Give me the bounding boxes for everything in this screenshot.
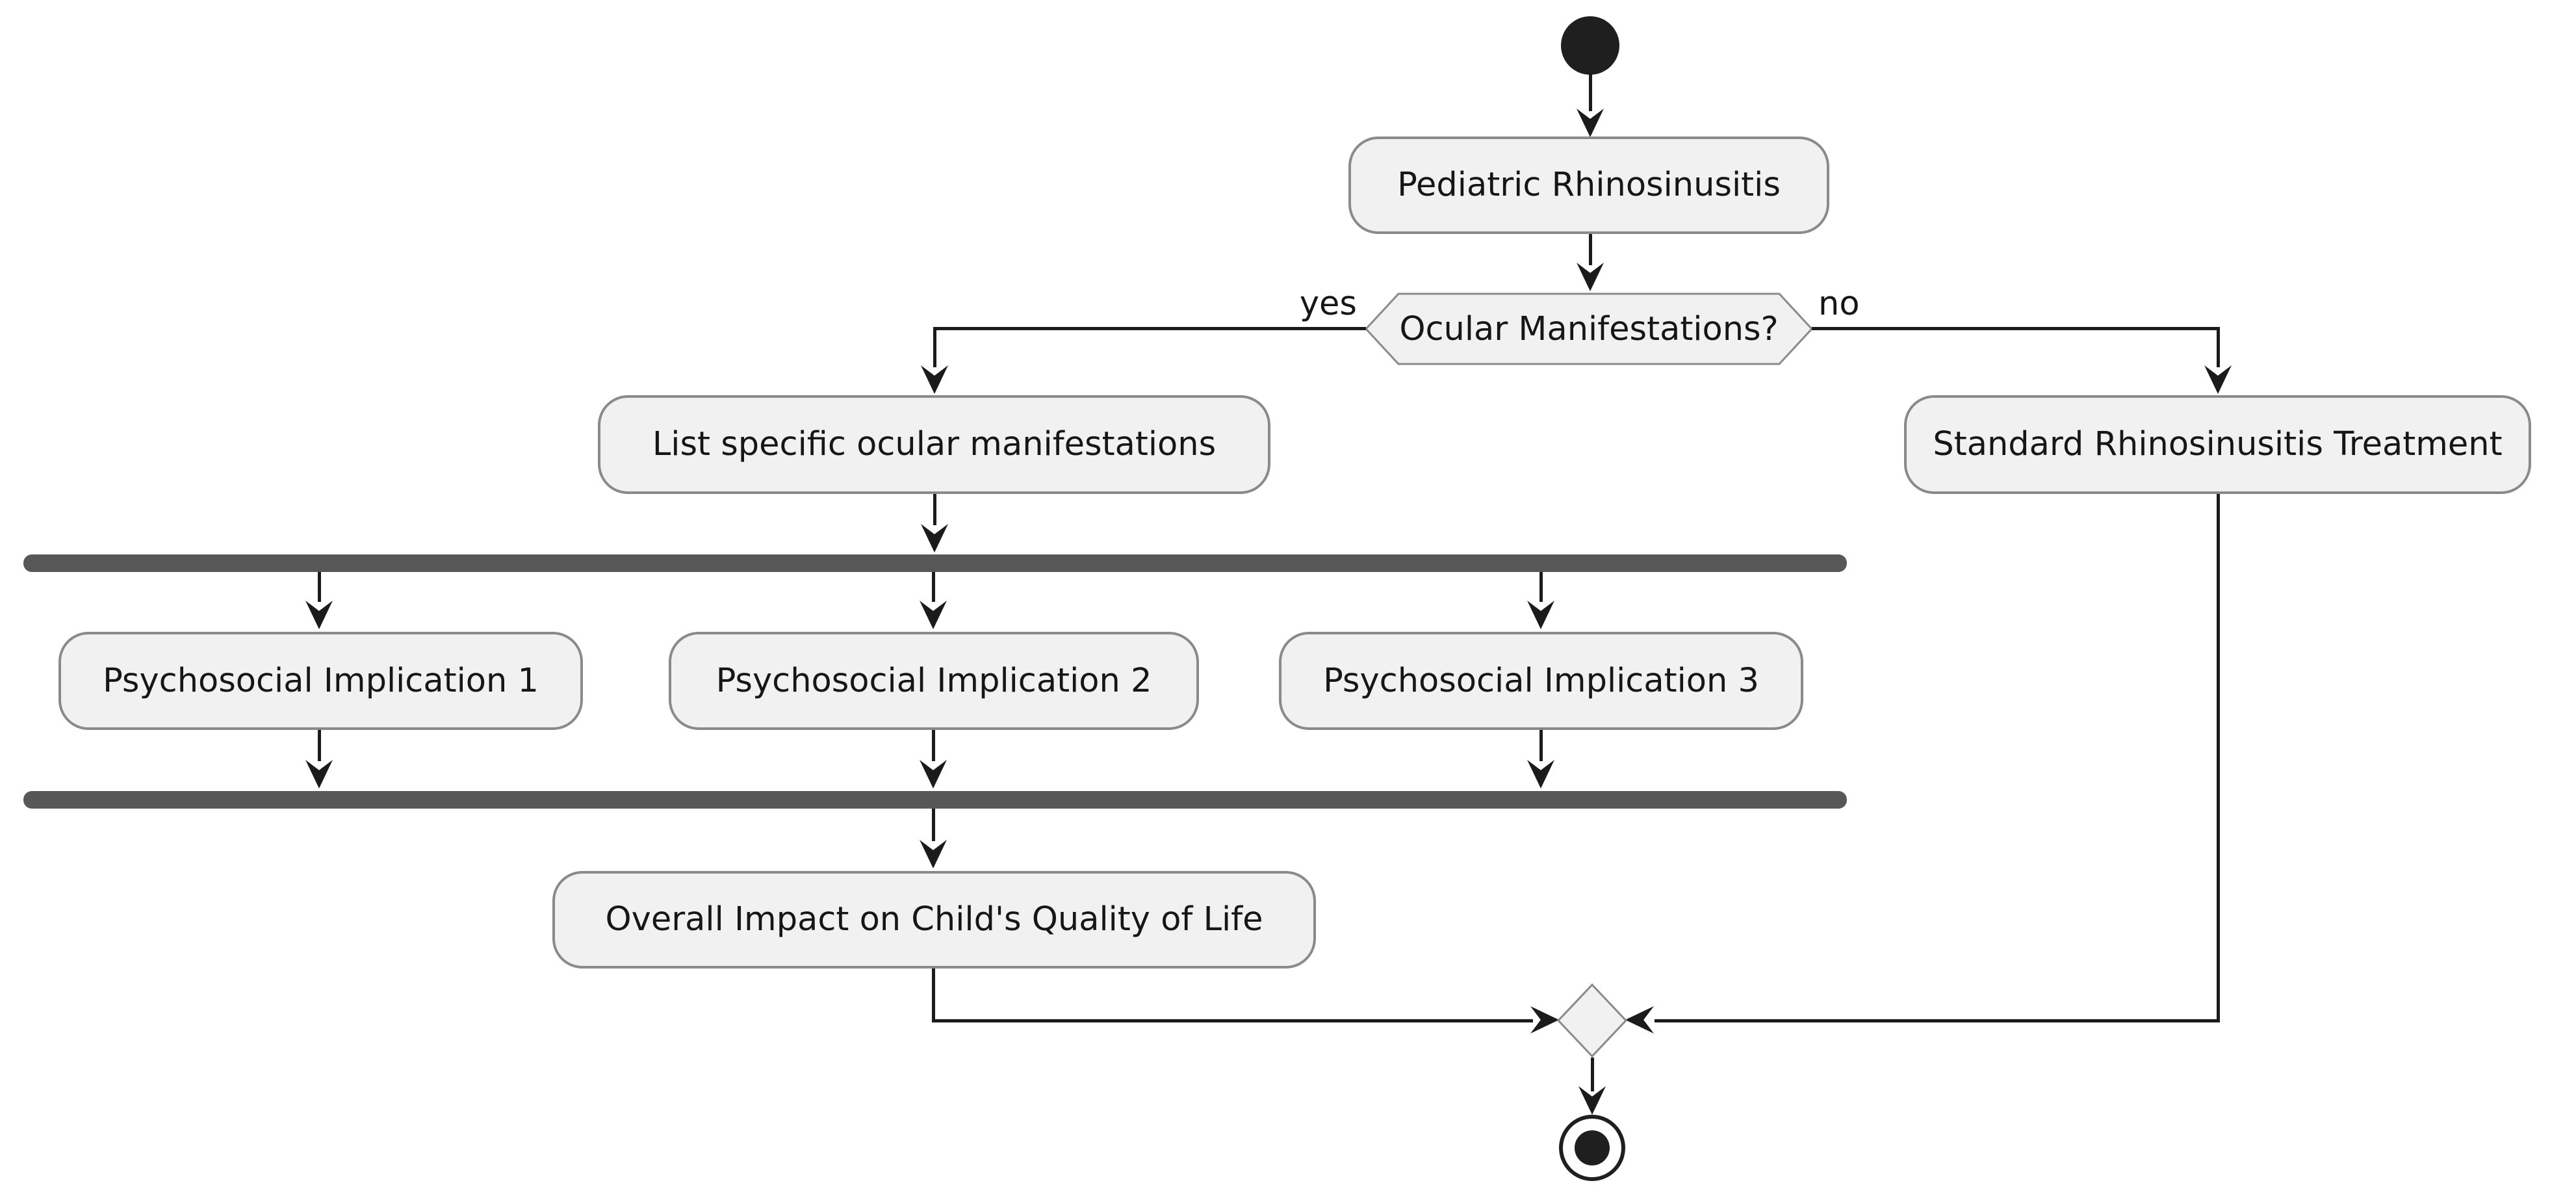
arrowhead-down-icon — [921, 524, 948, 552]
edge-decision-no — [1812, 327, 2219, 330]
arrowhead-down-icon — [920, 601, 947, 629]
edge-fork-to-implication-2 — [932, 572, 935, 602]
activity-list-ocular-manifestations: List specific ocular manifestations — [598, 395, 1270, 494]
edge-merge-to-end — [1591, 1058, 1594, 1091]
arrowhead-down-icon — [1577, 263, 1604, 291]
end-node — [1559, 1115, 1625, 1181]
edge-decision-yes — [934, 327, 1366, 330]
arrowhead-down-icon — [921, 365, 948, 394]
arrowhead-down-icon — [2204, 365, 2232, 394]
activity-label: Psychosocial Implication 2 — [715, 661, 1152, 700]
edge-overall-to-merge-drop — [932, 968, 935, 1022]
start-node — [1561, 16, 1619, 75]
activity-label: Psychosocial Implication 1 — [103, 661, 539, 700]
edge-label-yes: yes — [1299, 285, 1357, 323]
arrowhead-left-icon — [1625, 1006, 1654, 1034]
edge-implication-3-to-join — [1539, 730, 1543, 761]
edge-join-to-overall — [932, 809, 935, 841]
arrowhead-down-icon — [920, 840, 947, 868]
arrowhead-down-icon — [1527, 601, 1554, 629]
activity-psychosocial-implication-1: Psychosocial Implication 1 — [58, 632, 583, 730]
activity-pediatric-rhinosinusitis: Pediatric Rhinosinusitis — [1348, 136, 1829, 234]
activity-label: List specific ocular manifestations — [652, 425, 1217, 464]
edge-start-to-pediatric — [1589, 73, 1592, 111]
edge-list-to-fork — [933, 494, 936, 525]
activity-label: Overall Impact on Child's Quality of Lif… — [605, 900, 1263, 939]
decision-label: Ocular Manifestations? — [1399, 309, 1779, 348]
activity-standard-treatment: Standard Rhinosinusitis Treatment — [1904, 395, 2531, 494]
edge-fork-to-implication-3 — [1539, 572, 1543, 602]
fork-bar — [23, 554, 1847, 572]
edge-decision-no-drop — [2217, 327, 2220, 367]
activity-label: Standard Rhinosinusitis Treatment — [1933, 425, 2503, 464]
activity-psychosocial-implication-2: Psychosocial Implication 2 — [669, 632, 1199, 730]
arrowhead-right-icon — [1530, 1006, 1559, 1034]
edge-implication-1-to-join — [318, 730, 321, 761]
arrowhead-down-icon — [305, 601, 333, 629]
edge-pediatric-to-decision — [1589, 234, 1592, 265]
edge-label-no: no — [1818, 285, 1860, 323]
end-node-core — [1575, 1130, 1610, 1165]
arrowhead-down-icon — [1527, 760, 1554, 788]
edge-overall-to-merge — [932, 1019, 1533, 1022]
decision-ocular-manifestations: Ocular Manifestations? — [1364, 292, 1814, 365]
diamond-shape — [1556, 983, 1628, 1058]
arrowhead-down-icon — [920, 760, 947, 788]
activity-psychosocial-implication-3: Psychosocial Implication 3 — [1279, 632, 1803, 730]
hexagon-shape — [1364, 292, 1814, 365]
join-bar — [23, 791, 1847, 809]
activity-overall-impact: Overall Impact on Child's Quality of Lif… — [552, 871, 1316, 968]
edge-fork-to-implication-1 — [318, 572, 321, 602]
merge-diamond — [1556, 983, 1628, 1058]
edge-treatment-to-merge-drop — [2217, 494, 2220, 1022]
activity-label: Psychosocial Implication 3 — [1323, 661, 1759, 700]
arrowhead-down-icon — [1577, 109, 1604, 137]
edge-implication-2-to-join — [932, 730, 935, 761]
arrowhead-down-icon — [305, 760, 333, 788]
edge-decision-yes-drop — [933, 327, 936, 367]
activity-label: Pediatric Rhinosinusitis — [1397, 166, 1781, 205]
edge-treatment-to-merge — [1655, 1019, 2219, 1022]
